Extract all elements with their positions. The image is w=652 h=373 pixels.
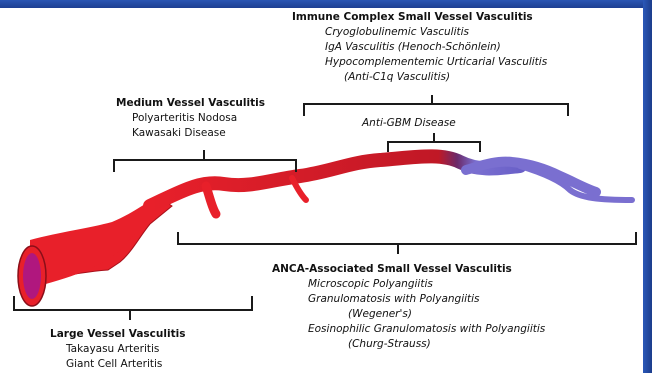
immune-complex-item-2: IgA Vasculitis (Henoch-Schönlein) bbox=[325, 40, 501, 54]
medium-vessel-bracket bbox=[114, 150, 296, 172]
large-vessel-item-1: Takayasu Arteritis bbox=[66, 342, 159, 356]
anca-bracket bbox=[178, 232, 636, 254]
anca-item-2: Granulomatosis with Polyangiitis bbox=[308, 292, 480, 306]
anca-item-4: Eosinophilic Granulomatosis with Polyang… bbox=[308, 322, 545, 336]
large-vessel-item-2: Giant Cell Arteritis bbox=[66, 357, 162, 371]
immune-complex-item-3: Hypocomplementemic Urticarial Vasculitis bbox=[325, 55, 547, 69]
immune-complex-item-4: (Anti-C1q Vasculitis) bbox=[344, 70, 450, 84]
medium-vessel-item-2: Kawasaki Disease bbox=[132, 126, 226, 140]
large-vessel-bracket bbox=[14, 296, 252, 320]
immune-complex-bracket bbox=[304, 95, 568, 116]
anti-gbm-bracket bbox=[388, 133, 480, 152]
anca-title: ANCA-Associated Small Vessel Vasculitis bbox=[272, 262, 512, 276]
anca-item-1: Microscopic Polyangiitis bbox=[308, 277, 433, 291]
medium-vessel-item-1: Polyarteritis Nodosa bbox=[132, 111, 237, 125]
venous-segment bbox=[466, 162, 596, 192]
immune-complex-item-1: Cryoglobulinemic Vasculitis bbox=[325, 25, 469, 39]
anti-gbm-title: Anti-GBM Disease bbox=[362, 116, 456, 130]
large-vessel-title: Large Vessel Vasculitis bbox=[50, 327, 185, 341]
medium-vessel-title: Medium Vessel Vasculitis bbox=[116, 96, 265, 110]
anca-item-5: (Churg-Strauss) bbox=[348, 337, 431, 351]
immune-complex-title: Immune Complex Small Vessel Vasculitis bbox=[292, 10, 533, 24]
aorta-lumen bbox=[23, 253, 41, 299]
anca-item-3: (Wegener's) bbox=[348, 307, 412, 321]
